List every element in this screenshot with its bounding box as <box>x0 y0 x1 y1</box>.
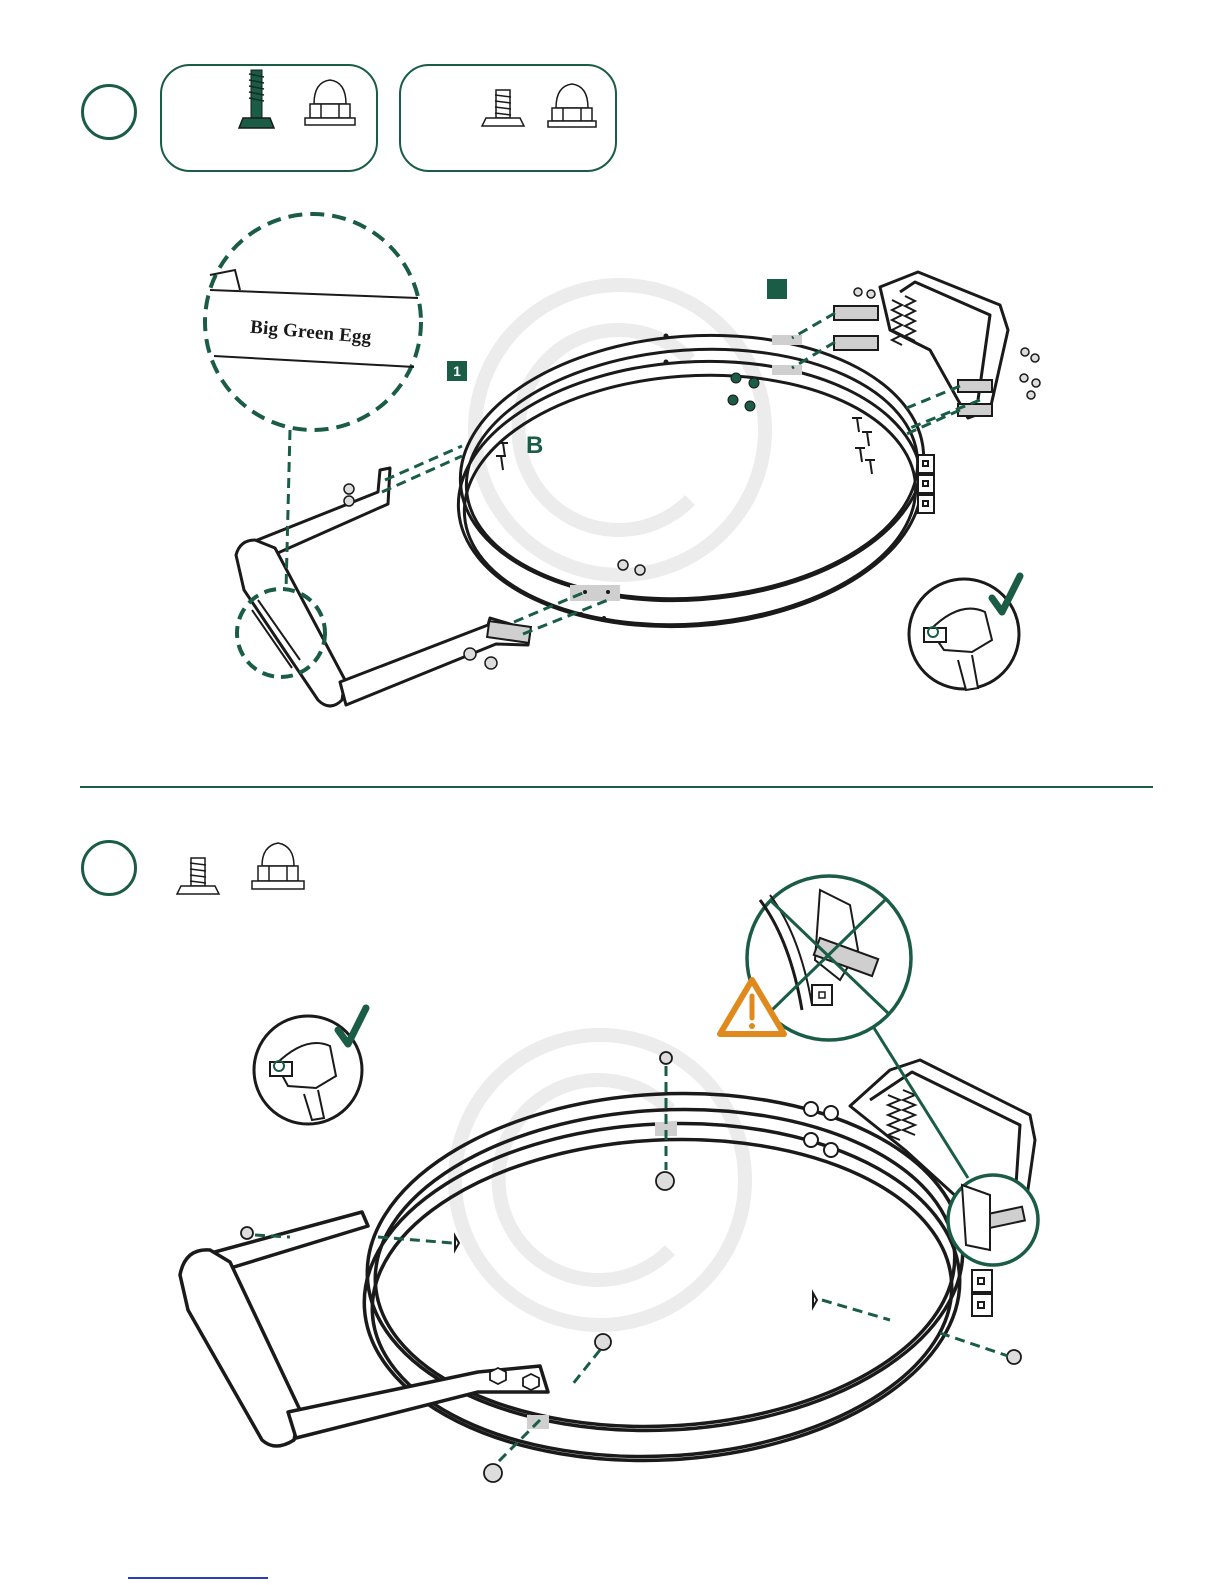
hinge-assembly-step1 <box>880 272 1008 418</box>
handle-bracket-step2 <box>180 1212 548 1446</box>
band-ring-step2 <box>356 1079 972 1476</box>
section-divider <box>80 786 1153 788</box>
part-tag-1: 1 <box>447 361 467 381</box>
verify-hand-tighten-detail <box>254 1016 362 1124</box>
acorn-nut-icon <box>548 84 596 127</box>
flat-head-bolt-icon <box>177 858 219 894</box>
step-2-number-circle <box>81 840 137 896</box>
part-letter-b: B <box>526 432 543 460</box>
handle-bracket-step1 <box>236 468 530 706</box>
flat-bolt-small <box>496 418 875 474</box>
band-ring-step1 <box>449 320 932 642</box>
footer-link-underline[interactable] <box>128 1577 268 1579</box>
copyright-watermark-icon <box>455 1035 745 1325</box>
ring-tab <box>918 455 934 513</box>
acorn-nut-icon <box>305 80 355 125</box>
part-tag-square <box>767 279 787 299</box>
copyright-watermark-icon <box>475 285 765 575</box>
ring-tab <box>972 1270 992 1316</box>
flat-head-bolt-icon <box>482 90 524 126</box>
correct-position-detail <box>948 1175 1038 1265</box>
verify-hand-tighten-detail <box>909 579 1019 690</box>
acorn-nut-icon <box>252 843 304 889</box>
carriage-bolt-icon <box>239 70 274 128</box>
checkmark-icon <box>338 1008 366 1044</box>
